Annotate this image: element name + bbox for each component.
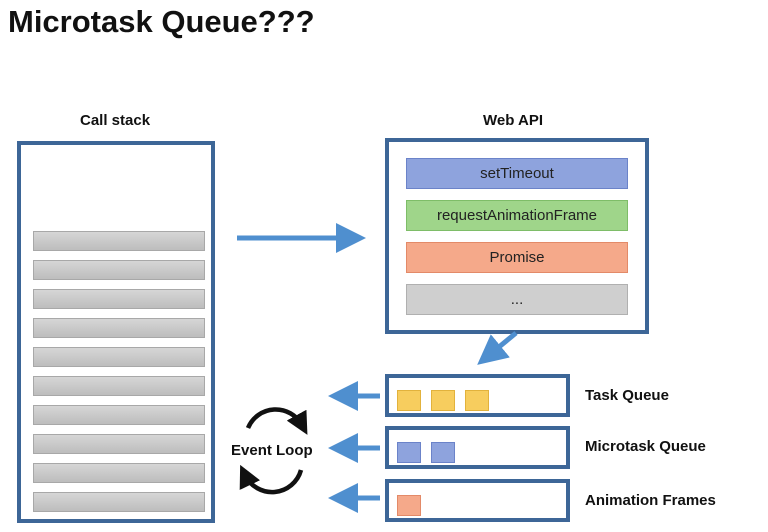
- loop-arrow-bottom-icon: [239, 464, 304, 495]
- animation-frames-box: [385, 479, 570, 522]
- queue-item: [397, 390, 421, 411]
- call-stack-panel: [17, 141, 215, 523]
- call-stack-frame: [33, 231, 205, 251]
- loop-arrow-top-icon: [245, 407, 308, 435]
- api-item-label: setTimeout: [480, 165, 554, 182]
- api-item-settimeout: setTimeout: [406, 158, 628, 189]
- call-stack-frame: [33, 318, 205, 338]
- api-item-label: requestAnimationFrame: [436, 207, 598, 224]
- call-stack-frame: [33, 434, 205, 454]
- web-api-panel: setTimeout requestAnimationFrame Promise…: [385, 138, 649, 334]
- api-item-promise: Promise: [406, 242, 628, 273]
- page-title: Microtask Queue???: [8, 4, 315, 39]
- call-stack-frame: [33, 463, 205, 483]
- call-stack-frame: [33, 492, 205, 512]
- queue-item: [397, 495, 421, 516]
- api-to-queue-arrow: [477, 331, 518, 365]
- task-queue-box: [385, 374, 570, 417]
- queue-item: [431, 442, 455, 463]
- queue-item: [465, 390, 489, 411]
- event-loop-label: Event Loop: [231, 442, 313, 459]
- queue-item: [397, 442, 421, 463]
- call-stack-label: Call stack: [80, 112, 151, 129]
- call-stack-frame: [33, 347, 205, 367]
- api-item-requestanimationframe: requestAnimationFrame: [406, 200, 628, 231]
- animation-frames-label: Animation Frames: [585, 492, 716, 509]
- task-queue-label: Task Queue: [585, 387, 669, 404]
- call-stack-frame: [33, 405, 205, 425]
- microtask-queue-label: Microtask Queue: [585, 438, 706, 455]
- call-stack-frame: [33, 376, 205, 396]
- web-api-label: Web API: [483, 112, 544, 129]
- api-item-label: ...: [510, 291, 524, 308]
- call-stack-frame: [33, 260, 205, 280]
- queue-item: [431, 390, 455, 411]
- api-item-more: ...: [406, 284, 628, 315]
- api-item-label: Promise: [489, 249, 545, 266]
- call-stack-frame: [33, 289, 205, 309]
- microtask-queue-box: [385, 426, 570, 469]
